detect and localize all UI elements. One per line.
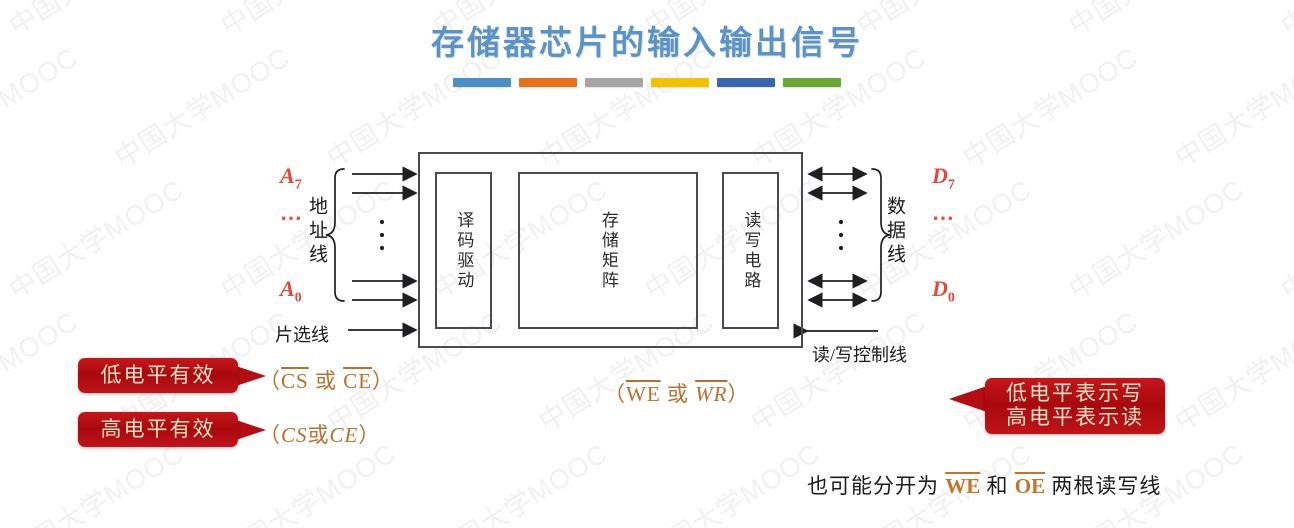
data-lsb-sub: 0	[947, 290, 955, 306]
callout-rw-meaning: 低电平表示写 高电平表示读	[985, 378, 1165, 434]
expr-cs-bar-close: ）	[372, 369, 395, 393]
block-storage-matrix-label: 存储矩阵	[598, 210, 618, 291]
expr-we-signal-a: WE	[626, 382, 661, 406]
bottom-note-signal-we: WE	[945, 474, 981, 498]
expr-cs-bar-open: （	[259, 369, 281, 393]
read-write-control-line-label: 读/写控制线	[812, 345, 908, 365]
page-title: 存储器芯片的输入输出信号	[431, 26, 863, 62]
expr-cs-bar-or: 或	[308, 369, 344, 393]
bottom-note: 也可能分开为 WE 和 OE 两根读写线	[807, 470, 1161, 500]
expr-we-open: （	[604, 382, 626, 406]
data-msb-sub: 7	[947, 177, 955, 193]
callout-high-active-text: 高电平有效	[100, 416, 216, 441]
callout-rw-meaning-tail	[949, 386, 987, 412]
title-bar-decoration	[0, 78, 1294, 87]
expr-cs-plain-open: （	[259, 423, 281, 447]
bottom-note-suffix: 两根读写线	[1045, 474, 1162, 498]
expr-we-or: 或	[660, 382, 696, 406]
callout-low-active-text: 低电平有效	[100, 362, 216, 387]
address-bus-msb-label: A7	[280, 163, 302, 193]
expr-cs-plain-close: ）	[358, 423, 381, 447]
bar-yellow	[651, 78, 709, 87]
callout-rw-line2: 高电平表示读	[1006, 405, 1144, 429]
block-decode-driver-label: 译码驱动	[454, 210, 474, 291]
bar-blue-dark	[717, 78, 775, 87]
callout-low-active: 低电平有效	[78, 358, 238, 393]
expr-we-signal-b: WR	[695, 382, 728, 406]
address-bus-name: 地址线	[306, 196, 327, 268]
data-lsb-base: D	[932, 276, 948, 301]
bottom-note-prefix: 也可能分开为	[807, 474, 946, 498]
address-bus-ellipsis: ⋯	[280, 205, 303, 230]
callout-rw-meaning-text: 低电平表示写 高电平表示读	[1006, 382, 1144, 429]
data-bus-ellipsis: ⋯	[932, 205, 955, 230]
address-msb-sub: 7	[294, 177, 302, 193]
expr-cs-plain-signal-b: CE	[329, 423, 359, 447]
callout-low-active-tail	[236, 366, 266, 386]
address-bus-lsb-label: A0	[280, 276, 302, 306]
expression-write-enable: （WE 或 WR）	[604, 378, 749, 408]
title-block: 存储器芯片的输入输出信号	[0, 16, 1294, 87]
data-bus-msb-label: D7	[932, 163, 955, 193]
expr-cs-bar-signal-b: CE	[343, 369, 373, 393]
callout-high-active: 高电平有效	[78, 412, 238, 447]
data-msb-base: D	[932, 163, 948, 188]
address-msb-base: A	[280, 163, 295, 188]
data-bus-lsb-label: D0	[932, 276, 955, 306]
block-storage-matrix: 存储矩阵	[518, 172, 698, 329]
address-lsb-base: A	[280, 276, 295, 301]
bar-gray	[585, 78, 643, 87]
expr-cs-plain-or: 或	[307, 423, 330, 447]
callout-high-active-tail	[236, 420, 266, 440]
expression-cs-active-low: （CS 或 CE）	[259, 365, 394, 395]
memory-chip-outline	[418, 152, 803, 348]
block-read-write-circuit: 读写电路	[722, 172, 779, 329]
expr-we-close: ）	[727, 382, 750, 406]
bar-blue-light	[453, 78, 511, 87]
block-read-write-circuit-label: 读写电路	[741, 210, 761, 291]
address-lsb-sub: 0	[294, 290, 302, 306]
bottom-note-signal-oe: OE	[1014, 474, 1046, 498]
expr-cs-bar-signal-a: CS	[281, 369, 309, 393]
expression-cs-active-high: （CS或CE）	[259, 419, 380, 449]
block-decode-driver: 译码驱动	[435, 172, 492, 329]
data-bus-name: 数据线	[884, 196, 905, 268]
chip-select-line-label: 片选线	[275, 325, 329, 345]
expr-cs-plain-signal-a: CS	[281, 423, 308, 447]
bottom-note-middle: 和	[980, 474, 1015, 498]
bar-orange	[519, 78, 577, 87]
bar-green	[783, 78, 841, 87]
callout-rw-line1: 低电平表示写	[1006, 381, 1144, 406]
